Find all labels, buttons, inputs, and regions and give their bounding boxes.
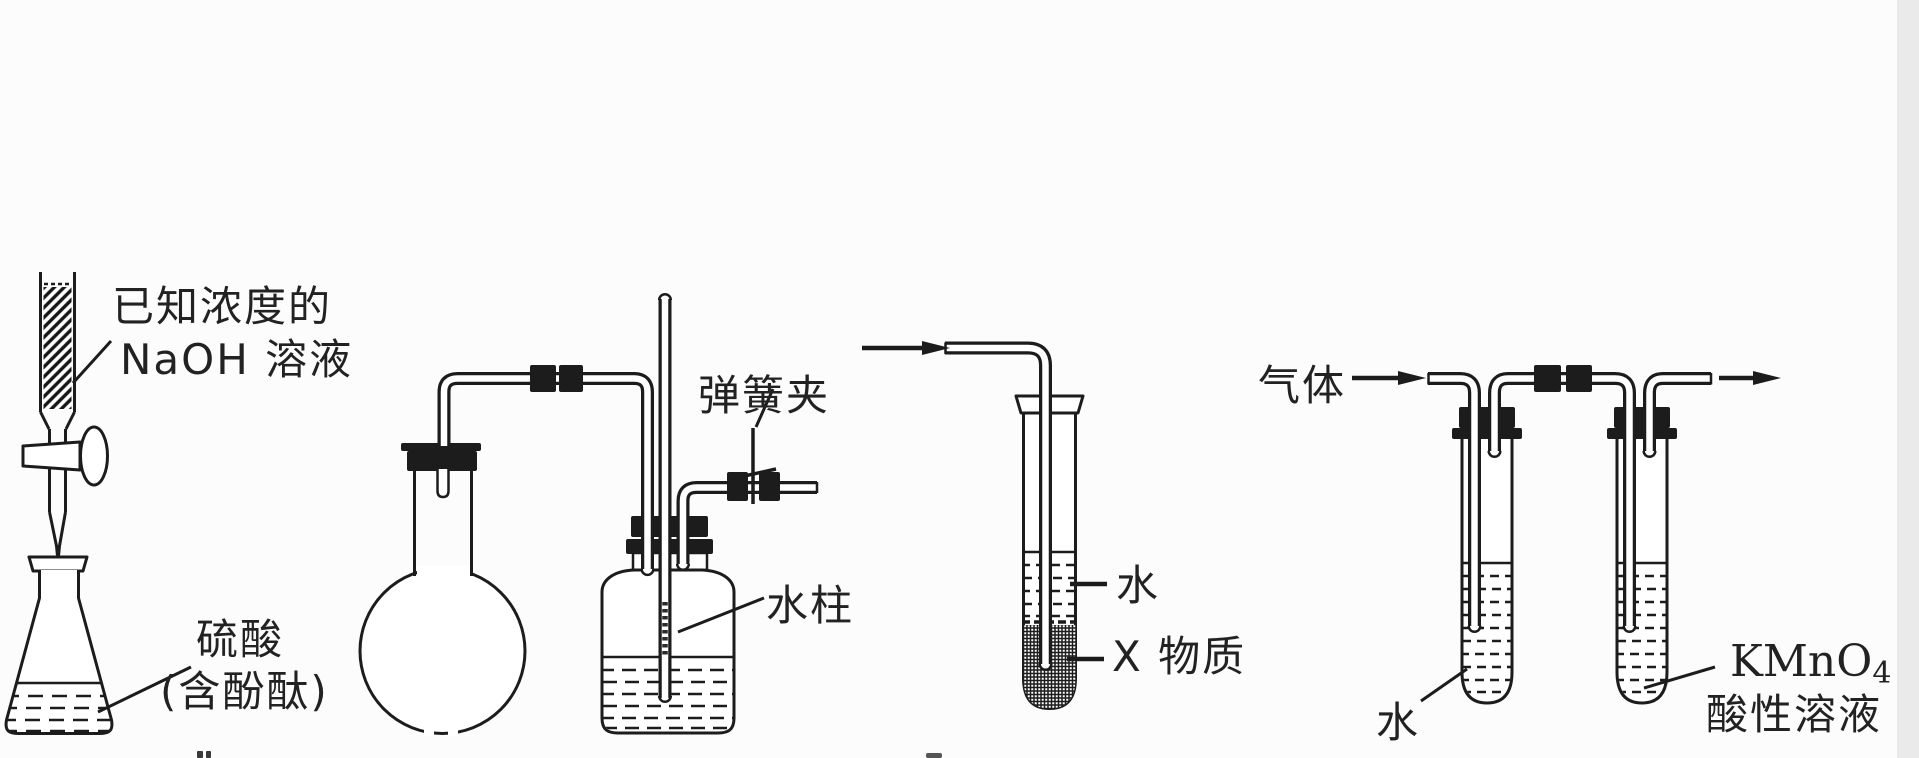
water-column-pointer bbox=[677, 596, 765, 634]
kmno4-label-line2: 酸性溶液 bbox=[1706, 690, 1882, 739]
naoh-pointer-line bbox=[71, 339, 113, 385]
flask-neck-stub-tube bbox=[436, 469, 450, 499]
gas-label: 气体 bbox=[1258, 361, 1346, 410]
apparatus-1-titration: 已知浓度的 NaOH 溶液 硫酸 (含酚酞) bbox=[4, 272, 353, 735]
delivery-tube bbox=[944, 341, 1053, 672]
kmno4-pointer bbox=[1643, 665, 1716, 690]
test-tube-kmno4 bbox=[1607, 407, 1677, 705]
water-pointer bbox=[1420, 667, 1468, 703]
inlet-arrow-icon bbox=[862, 341, 950, 355]
gas-outlet-arrow-icon bbox=[1719, 371, 1781, 385]
round-bottom-flask bbox=[358, 443, 527, 736]
stopcock-handle-icon bbox=[79, 425, 109, 487]
burette-tip bbox=[48, 468, 67, 557]
stopper-2 bbox=[1614, 407, 1670, 428]
flask-liquid bbox=[5, 681, 113, 733]
naoh-label-line2: NaOH 溶液 bbox=[120, 335, 353, 384]
conical-flask bbox=[4, 555, 114, 735]
spring-clamp-icon bbox=[730, 428, 777, 504]
gas-outlet-tube bbox=[1642, 372, 1713, 459]
tall-glass-tube bbox=[657, 292, 673, 704]
spring-clamp-pointer bbox=[754, 388, 775, 428]
water-column-label: 水柱 bbox=[766, 581, 854, 630]
sulfuric-acid-label-line1: 硫酸 bbox=[196, 615, 284, 664]
water-label: 水 bbox=[1116, 561, 1160, 610]
transfer-tube bbox=[1487, 365, 1637, 634]
gas-inlet-arrow-icon bbox=[1352, 371, 1426, 385]
apparatus-4-gas-train: 气体 水 KMnO4 酸性溶液 bbox=[1258, 361, 1891, 747]
connecting-tube bbox=[437, 365, 655, 577]
side-tube bbox=[675, 428, 819, 572]
sulfuric-acid-label-line2: (含酚酞) bbox=[160, 667, 329, 716]
tube-connector bbox=[530, 365, 556, 392]
kmno4-label: KMnO4 bbox=[1730, 636, 1891, 691]
stopper-1 bbox=[1459, 407, 1515, 428]
substance-label: X 物质 bbox=[1112, 632, 1246, 681]
tube-connector bbox=[1534, 365, 1561, 392]
apparatus-2-gas-washing: 弹簧夹 水柱 bbox=[358, 292, 854, 736]
stopcock bbox=[21, 425, 109, 487]
apparatus-3-absorption: 水 X 物质 bbox=[862, 341, 1246, 710]
bottom-cropped-marks bbox=[197, 751, 942, 758]
test-tube-water bbox=[1452, 407, 1522, 705]
right-edge-band bbox=[1897, 0, 1919, 758]
burette-liquid-hatch bbox=[43, 287, 72, 409]
naoh-label-line1: 已知浓度的 bbox=[112, 282, 332, 331]
water-label: 水 bbox=[1376, 698, 1420, 747]
spring-clamp-label: 弹簧夹 bbox=[698, 371, 830, 420]
sulfuric-pointer-line bbox=[97, 665, 192, 714]
gas-inlet-tube bbox=[1427, 372, 1482, 634]
flask-stopper bbox=[401, 443, 481, 451]
